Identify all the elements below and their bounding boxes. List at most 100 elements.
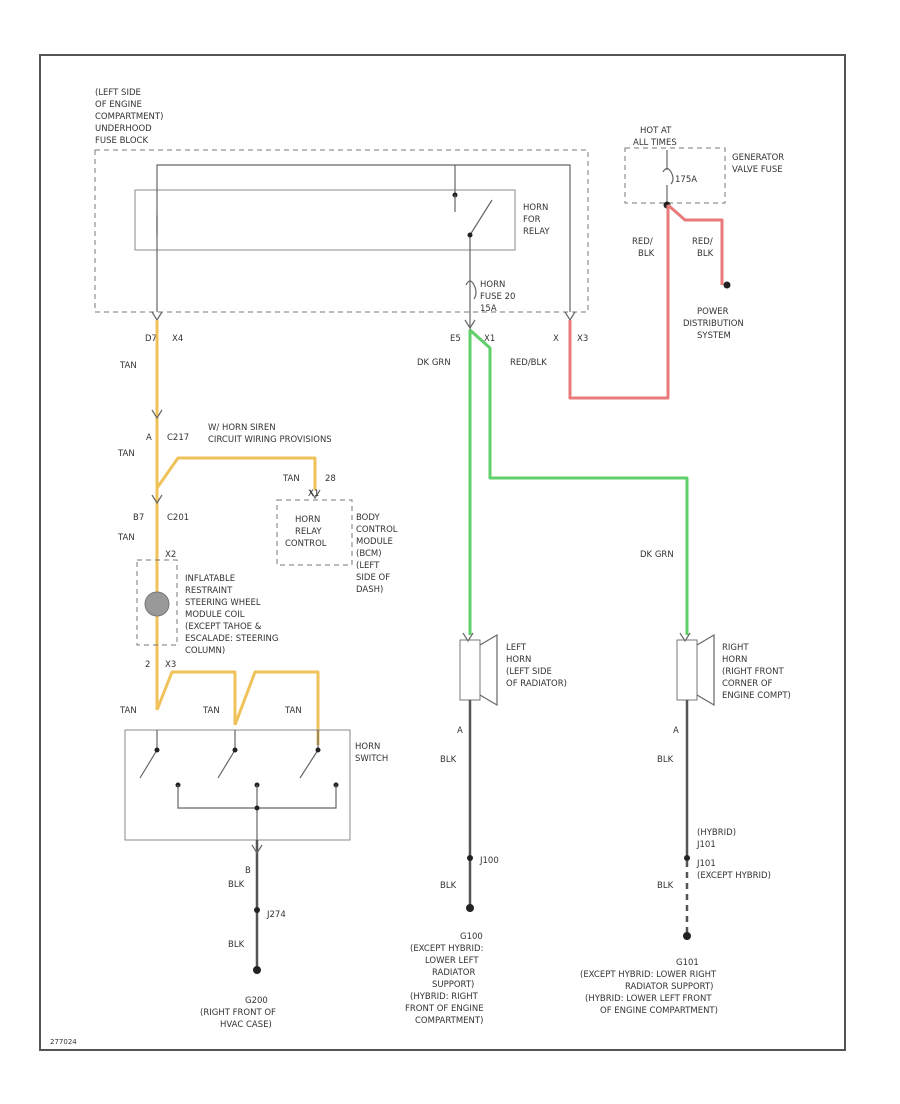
splice-j100 xyxy=(467,855,473,861)
connector-x3 xyxy=(564,311,576,322)
ground-g100-icon xyxy=(466,904,474,912)
ground-g100-loc-5: (HYBRID: RIGHT xyxy=(410,992,479,1002)
contact-3-dot xyxy=(315,747,321,753)
bcm-label-2: CONTROL xyxy=(356,525,398,535)
coil-label-2: RESTRAINT xyxy=(185,586,233,596)
dkgrn-label-top: DK GRN xyxy=(417,358,451,368)
conn-right-id: X3 xyxy=(577,334,588,344)
left-horn-label-3: (LEFT SIDE xyxy=(506,667,552,677)
ground-g101-icon xyxy=(683,932,691,940)
pds-terminal xyxy=(723,281,731,289)
left-horn-pin xyxy=(462,632,474,643)
relay-label-1: HORN xyxy=(523,203,548,213)
horn-switch-box xyxy=(124,729,351,841)
coil-label-1: INFLATABLE xyxy=(185,574,235,584)
left-horn-label-1: LEFT xyxy=(506,643,527,653)
fuse-label-3: 15A xyxy=(480,304,497,314)
bcm-label-6: SIDE OF xyxy=(356,573,390,583)
right-horn-bell-icon xyxy=(696,633,715,707)
right-horn-label-3: (RIGHT FRONT xyxy=(722,667,784,677)
switch-pin-b xyxy=(251,844,263,855)
bcm-box-3: CONTROL xyxy=(285,539,327,549)
right-horn-pin-a: A xyxy=(673,726,679,736)
contact-1-dot xyxy=(154,747,160,753)
fuse-block-location-1: (LEFT SIDE xyxy=(95,88,141,98)
ground-g101-loc-2: RADIATOR SUPPORT) xyxy=(625,982,713,992)
ground-g100-loc-6: FRONT OF ENGINE xyxy=(405,1004,484,1014)
generator-fuse-1: GENERATOR xyxy=(732,153,784,163)
conn-mid-pin: E5 xyxy=(450,334,461,344)
wiring-note-2: CIRCUIT WIRING PROVISIONS xyxy=(208,435,332,445)
contact-3-arm xyxy=(299,749,319,779)
horn-switch-circuit: TAN A C217 W/ HORN SIREN CIRCUIT WIRING … xyxy=(117,320,398,1030)
bcm-pin-28: 28 xyxy=(325,474,336,484)
bcm-connector: X1 xyxy=(308,489,319,499)
ground-g100: G100 xyxy=(460,932,483,942)
bus-line-right xyxy=(455,164,571,312)
blk-label-2: BLK xyxy=(228,940,245,950)
right-horn-label-4: CORNER OF xyxy=(722,679,773,689)
coil-pin-2: 2 xyxy=(145,660,150,670)
fuse-symbol xyxy=(465,280,477,300)
left-horn-bell-icon xyxy=(479,633,498,707)
connector-c201: C201 xyxy=(167,513,189,523)
left-horn-label-2: HORN xyxy=(506,655,531,665)
pin-a: A xyxy=(146,433,152,443)
relay-pivot-dot xyxy=(467,232,473,238)
ground-g200-icon xyxy=(253,966,261,974)
wire1-color-1: RED/ xyxy=(632,237,653,247)
wire-red-blk-pds xyxy=(667,203,724,285)
coil-label-4: MODULE COIL xyxy=(185,610,245,620)
ground-g101-loc-1: (EXCEPT HYBRID: LOWER RIGHT xyxy=(580,970,717,980)
relay-label-3: RELAY xyxy=(523,227,550,237)
coil-connector: X2 xyxy=(165,550,176,560)
left-blk-label-1: BLK xyxy=(440,755,457,765)
left-blk-label-2: BLK xyxy=(440,881,457,891)
tan-label-1: TAN xyxy=(119,361,137,371)
fuse-block-location-2: OF ENGINE xyxy=(95,100,142,110)
generator-fuse-rating: 175A xyxy=(675,175,697,185)
ground-g200: G200 xyxy=(245,996,268,1006)
wire-dkgrn-right xyxy=(468,328,689,635)
horn-switch-contacts xyxy=(139,730,339,840)
connector-d7 xyxy=(151,311,163,322)
ground-g100-loc-2: LOWER LEFT xyxy=(425,956,479,966)
wire-tan-branch-3 xyxy=(233,670,320,745)
ground-g101: G101 xyxy=(676,958,699,968)
fuse-block-location-3: COMPARTMENT) xyxy=(95,112,163,122)
bus-line-left xyxy=(156,164,456,312)
wire-tan-bcm xyxy=(155,456,317,490)
right-blk-label-2: BLK xyxy=(657,881,674,891)
right-horn: RIGHT HORN (RIGHT FRONT CORNER OF ENGINE… xyxy=(676,632,791,707)
bcm-outline xyxy=(276,499,353,566)
contact-2-dot xyxy=(232,747,238,753)
left-horn-pin-a: A xyxy=(457,726,463,736)
pin-b7: B7 xyxy=(133,513,144,523)
dkgrn-label-right: DK GRN xyxy=(640,550,674,560)
conn-mid-id: X1 xyxy=(484,334,495,344)
coil-label-3: STEERING WHEEL xyxy=(185,598,261,608)
connector-c217-pin xyxy=(151,409,163,420)
relay-label-2: FOR xyxy=(523,215,541,225)
connector-e5 xyxy=(464,319,476,330)
coil-connector-2: X3 xyxy=(165,660,176,670)
coil-label-5: (EXCEPT TAHOE & xyxy=(185,622,262,632)
fuse-label-1: HORN xyxy=(480,280,505,290)
generator-fuse-2: VALVE FUSE xyxy=(732,165,783,175)
hot-at-1: HOT AT xyxy=(640,126,672,136)
ground-g101-loc-4: OF ENGINE COMPARTMENT) xyxy=(600,1006,718,1016)
contact-1-arm xyxy=(139,749,158,779)
wiring-note-1: W/ HORN SIREN xyxy=(208,423,276,433)
relay-housing xyxy=(134,189,516,251)
left-horn-label-4: OF RADIATOR) xyxy=(506,679,567,689)
switch-bus-dot xyxy=(254,805,260,811)
conn-left-pin: D7 xyxy=(145,334,157,344)
tan-label-3: TAN xyxy=(282,474,300,484)
blk-label-1: BLK xyxy=(228,880,245,890)
right-horn-body xyxy=(676,639,698,701)
underhood-fuse-block: (LEFT SIDE OF ENGINE COMPARTMENT) UNDERH… xyxy=(94,88,589,344)
connector-bcm-pin xyxy=(309,489,321,500)
relay-switch-arm xyxy=(469,199,493,236)
coil-label-7: COLUMN) xyxy=(185,646,225,656)
